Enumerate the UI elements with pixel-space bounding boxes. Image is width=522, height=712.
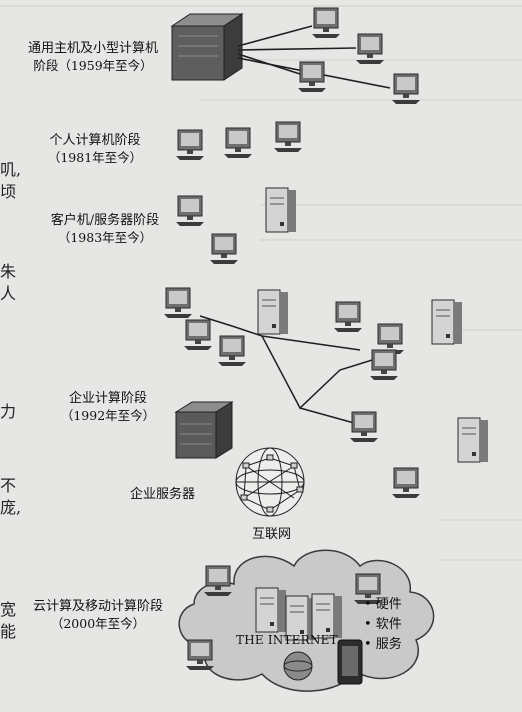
cloud-item-hardware: • 硬件 [364, 597, 402, 612]
stage-title: 云计算及移动计算阶段 [32, 599, 163, 614]
edge-text: 朱 [0, 262, 17, 281]
stage-label-mainframe: 通用主机及小型计算机 阶段（1959年至今） [8, 40, 178, 74]
pc-icon [273, 121, 303, 153]
pc-icon [217, 335, 247, 367]
edge-text: 叽, [0, 160, 22, 179]
terminal-icon [297, 61, 327, 93]
pc-icon [183, 319, 213, 351]
internet-label: 互联网 [252, 527, 292, 542]
internet-globe-icon [235, 447, 305, 517]
stage-title: 企业计算阶段 [68, 391, 147, 406]
server-tower-icon [257, 289, 289, 335]
stage-period: （1981年至今） [47, 149, 143, 165]
pc-icon [333, 301, 363, 333]
stage-period: （1992年至今） [60, 407, 156, 423]
enterprise-server-icon [174, 401, 234, 459]
stage-title: 客户机/服务器阶段 [50, 213, 160, 228]
server-tower-icon [457, 417, 489, 463]
cloud-internet-text: THE INTERNET [236, 633, 338, 647]
mainframe-icon [170, 13, 244, 81]
server-tower-icon [431, 299, 463, 345]
cloud-item-software: • 软件 [364, 617, 402, 632]
pc-icon [349, 411, 379, 443]
stage-label-enterprise: 企业计算阶段 （1992年至今） [38, 390, 178, 424]
stage-label-cloud-mobile: 云计算及移动计算阶段 （2000年至今） [8, 598, 188, 632]
stage-label-client-server: 客户机/服务器阶段 （1983年至今） [30, 212, 180, 246]
globe-icon [283, 651, 313, 681]
server-tower-icon [255, 587, 287, 633]
client-pc-icon [175, 195, 205, 227]
edge-text: 人 [0, 284, 17, 303]
terminal-icon [311, 7, 341, 39]
pc-icon [369, 349, 399, 381]
edge-text: 顷 [0, 182, 17, 201]
stage-period: 阶段（1959年至今） [33, 57, 153, 73]
stage-title: 通用主机及小型计算机 [27, 41, 158, 56]
pc-icon [175, 129, 205, 161]
stage-period: （1983年至今） [57, 229, 153, 245]
stage-label-pc: 个人计算机阶段 （1981年至今） [20, 132, 170, 166]
cloud-item-services: • 服务 [364, 637, 402, 652]
edge-text: 能 [0, 622, 17, 641]
pc-icon [391, 467, 421, 499]
enterprise-server-label: 企业服务器 [130, 487, 196, 502]
pc-icon [223, 127, 253, 159]
stage-title: 个人计算机阶段 [49, 133, 141, 148]
edge-text: 庞, [0, 498, 22, 517]
edge-text: 宽 [0, 600, 17, 619]
edge-text: 力 [0, 402, 17, 421]
client-pc-icon [209, 233, 239, 265]
server-tower-icon [265, 187, 297, 233]
stage-period: （2000年至今） [50, 615, 146, 631]
edge-text: 不 [0, 476, 17, 495]
pc-icon [163, 287, 193, 319]
mobile-device-icon [337, 639, 363, 685]
